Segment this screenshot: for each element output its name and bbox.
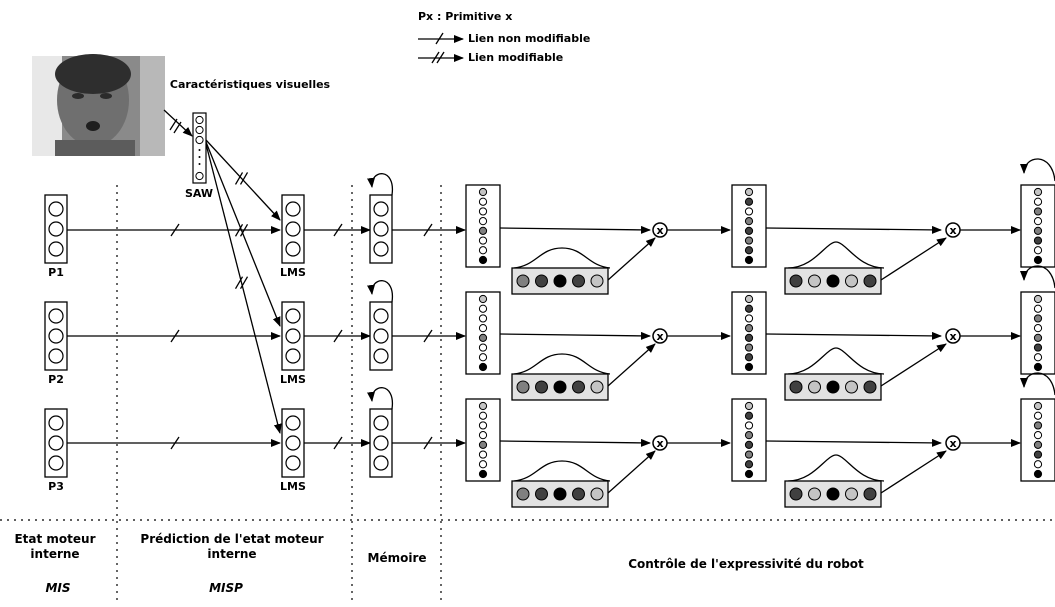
column-b-3-to-product [766,441,941,443]
face-image [32,54,165,156]
lms-label-1: LMS [280,266,306,279]
gaussian-sharp-2 [788,348,884,374]
section-expressivity-title: Contrôle de l'expressivité du robot [628,557,864,571]
gaussian-smooth-1 [514,248,610,268]
output-column-3 [1021,399,1055,481]
saw-label: SAW [185,187,213,200]
gaussian-smooth-3 [514,461,610,481]
kernel-sharp-1-to-product [881,238,946,280]
image-to-saw-link [164,110,192,136]
svg-text:x: x [656,224,663,237]
column-b-1-to-product [766,228,941,230]
svg-text:x: x [949,224,956,237]
svg-text:x: x [656,437,663,450]
svg-text:x: x [949,330,956,343]
kernel-sharp-3-to-product [881,451,946,493]
kernel-smooth-3-to-product [608,451,655,493]
gaussian-smooth-2 [514,354,610,374]
section-memory-title: Mémoire [368,551,427,565]
saw-to-lms-3-link [206,144,280,433]
output-loop-2 [1024,266,1055,288]
activity-column-b-1 [732,185,766,267]
svg-text:x: x [949,437,956,450]
gaussian-sharp-3 [788,455,884,481]
memory-loop-1 [372,174,393,195]
memory-loop-3 [372,388,393,409]
activity-column-a-2 [466,292,500,374]
primitive-label-p2: P2 [48,373,64,386]
gaussian-sharp-1 [788,242,884,268]
kernel-smooth-2-to-product [608,344,655,386]
saw-to-lms-2-link [206,142,280,326]
memory-loop-2 [372,281,393,302]
column-a-2-to-product [500,334,650,336]
section-mis-abbr: MIS [45,581,70,595]
output-loop-3 [1024,373,1055,395]
visual-features-label: Caractéristiques visuelles [170,78,331,91]
lms-label-3: LMS [280,480,306,493]
legend-modifiable-link: Lien modifiable [468,51,563,64]
column-b-2-to-product [766,334,941,336]
primitive-label-p1: P1 [48,266,64,279]
output-column-2 [1021,292,1055,374]
output-loop-1 [1024,159,1055,181]
column-a-1-to-product [500,228,650,230]
legend-primitive: Px : Primitive x [418,10,512,23]
primitive-label-p3: P3 [48,480,64,493]
section-misp-abbr: MISP [209,581,243,595]
column-a-3-to-product [500,441,650,443]
kernel-smooth-1-to-product [608,238,655,280]
activity-column-a-3 [466,399,500,481]
lms-label-2: LMS [280,373,306,386]
legend: Px : Primitive x Lien non modifiable Lie… [418,10,590,64]
activity-column-a-1 [466,185,500,267]
kernel-sharp-2-to-product [881,344,946,386]
activity-column-b-2 [732,292,766,374]
activity-column-b-3 [732,399,766,481]
legend-fixed-link: Lien non modifiable [468,32,590,45]
output-column-1 [1021,185,1055,267]
svg-text:x: x [656,330,663,343]
